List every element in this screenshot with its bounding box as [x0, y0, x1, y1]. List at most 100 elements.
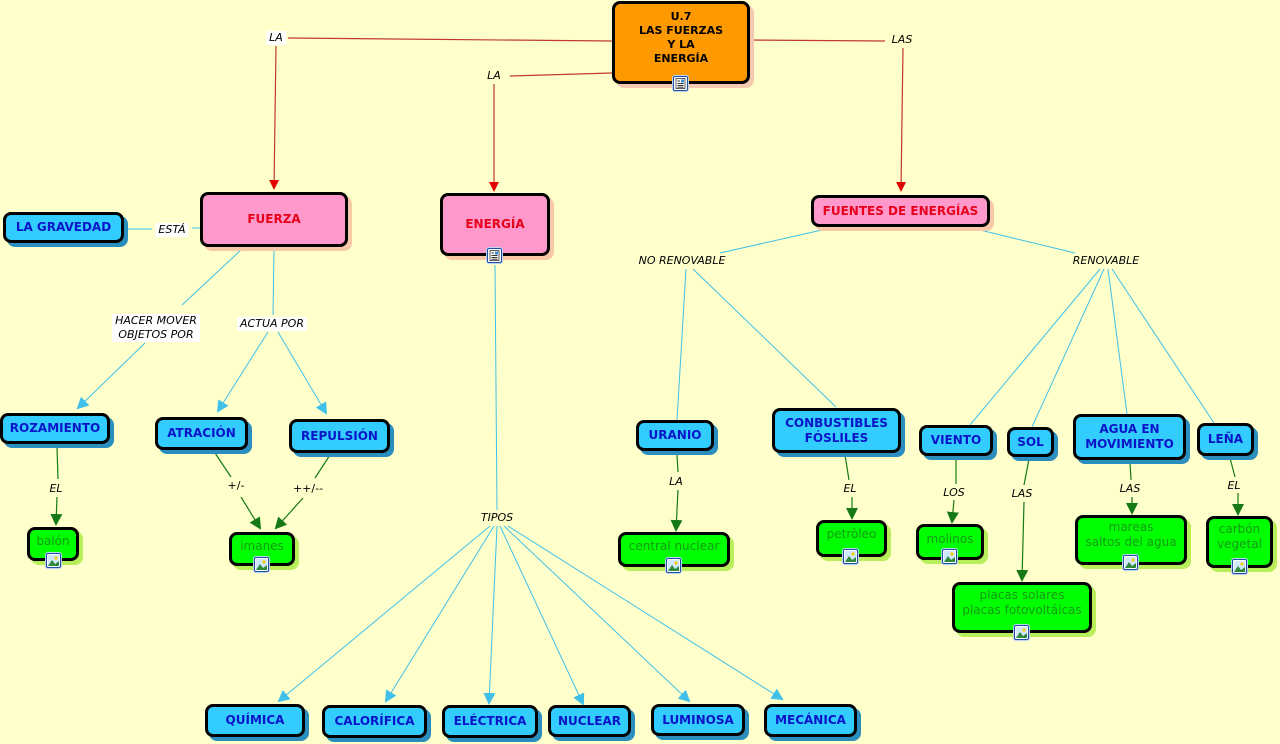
image-resource-icon[interactable]	[1123, 555, 1138, 570]
energia-node[interactable]: ENERGÍA	[440, 193, 550, 256]
link-label-los: LOS	[943, 486, 965, 499]
quimica-node[interactable]: QUÍMICA	[205, 704, 305, 737]
central-nuclear-node[interactable]: central nuclear	[618, 532, 730, 567]
link-label-el: EL	[843, 482, 857, 495]
link-atraccion-pm	[214, 452, 232, 478]
image-resource-icon[interactable]	[1014, 625, 1029, 640]
link-fuerza-actua	[272, 248, 275, 316]
document-resource-icon[interactable]	[487, 248, 502, 263]
link-label-las: LAS	[1119, 482, 1141, 495]
placas-solares-node[interactable]: placas solares placas fotovoltáicas	[952, 582, 1092, 633]
uranio-label: URANIO	[648, 428, 702, 442]
petroleo-node[interactable]: petròleo	[816, 520, 887, 557]
link-label-plus-minus: +/-	[227, 479, 245, 492]
calorifica-label: CALORÍFICA	[334, 714, 415, 728]
link-renovable-viento	[969, 268, 1101, 426]
link-tipos-mecanica	[507, 525, 784, 701]
calorifica-node[interactable]: CALORÍFICA	[322, 705, 427, 738]
fuentes-label: FUENTES DE ENERGÍAS	[822, 203, 979, 218]
link-uranio-la	[676, 454, 679, 473]
rozamiento-label: ROZAMIENTO	[9, 421, 101, 435]
mecanica-node[interactable]: MECÁNICA	[764, 704, 857, 737]
main-concept-label: U.7 LAS FUERZAS Y LA ENERGÍA	[638, 9, 724, 65]
carbon-vegetal-label: carbón vegetal	[1217, 522, 1262, 551]
link-tipos-quimica	[277, 525, 491, 703]
nuclear-node[interactable]: NUCLEAR	[548, 705, 631, 737]
link-actua-repulsion	[277, 331, 328, 415]
image-resource-icon[interactable]	[1232, 559, 1247, 574]
link-sol-las	[1023, 458, 1030, 486]
main-concept-node[interactable]: U.7 LAS FUERZAS Y LA ENERGÍA	[612, 1, 750, 84]
agua-label: AGUA EN MOVIMIENTO	[1085, 422, 1174, 451]
link-tipos-calorifica	[384, 525, 495, 703]
placas-label: placas solares placas fotovoltáicas	[962, 587, 1082, 617]
link-label-las: LAS	[891, 33, 913, 46]
uranio-node[interactable]: URANIO	[636, 420, 714, 451]
link-label-la: LA	[487, 69, 501, 82]
image-resource-icon[interactable]	[254, 557, 269, 572]
atraccion-label: ATRACIÓN	[167, 426, 236, 440]
fuentes-de-energias-node[interactable]: FUENTES DE ENERGÍAS	[811, 195, 990, 227]
agua-en-movimiento-node[interactable]: AGUA EN MOVIMIENTO	[1073, 414, 1186, 460]
link-agua-las	[1129, 461, 1132, 481]
link-renovable-sol	[1031, 268, 1105, 428]
link-label-la: LA	[266, 31, 286, 45]
link-renovable-lena	[1111, 268, 1215, 424]
link-main-to-las	[749, 39, 886, 42]
combustibles-label: CONBUSTIBLES FÓSLILES	[785, 415, 888, 445]
rozamiento-node[interactable]: ROZAMIENTO	[0, 413, 110, 444]
link-tipos-luminosa	[503, 525, 691, 703]
electrica-label: ELÉCTRICA	[453, 714, 527, 728]
mecanica-label: MECÁNICA	[775, 713, 846, 727]
link-la-central	[670, 489, 683, 532]
link-norenovable-combustibles	[692, 268, 837, 408]
link-main-to-la	[287, 37, 613, 42]
link-label-las: LAS	[1011, 487, 1033, 500]
link-label-el: EL	[1227, 479, 1241, 492]
sol-label: SOL	[1017, 434, 1044, 449]
link-label-el: EL	[49, 482, 63, 495]
link-los-molinos	[946, 499, 959, 524]
central-nuclear-label: central nuclear	[628, 539, 720, 553]
link-lena-el	[1229, 457, 1236, 478]
energia-label: ENERGÍA	[465, 217, 525, 231]
image-resource-icon[interactable]	[46, 553, 61, 568]
luminosa-label: LUMINOSA	[662, 712, 734, 727]
link-rozamiento-el	[56, 446, 59, 480]
link-fuentes-norenovable	[719, 229, 823, 254]
electrica-node[interactable]: ELÉCTRICA	[442, 705, 538, 738]
sol-node[interactable]: SOL	[1007, 427, 1054, 457]
balon-label: balón	[36, 533, 70, 548]
la-gravedad-label: LA GRAVEDAD	[15, 220, 112, 234]
atraccion-node[interactable]: ATRACIÓN	[155, 417, 248, 450]
lena-node[interactable]: LEÑA	[1197, 423, 1254, 456]
link-label-tipos: TIPOS	[480, 511, 514, 524]
lena-label: LEÑA	[1207, 432, 1244, 446]
link-las-placas	[1016, 501, 1029, 582]
link-main-to-la2	[509, 72, 613, 77]
link-label-hacer-mover: HACER MOVER OBJETOS POR	[112, 314, 200, 342]
nuclear-label: NUCLEAR	[558, 713, 621, 728]
fuerza-label: FUERZA	[247, 212, 301, 226]
repulsion-label: REPULSIÓN	[301, 428, 378, 443]
viento-node[interactable]: VIENTO	[919, 425, 993, 456]
image-resource-icon[interactable]	[942, 549, 957, 564]
image-resource-icon[interactable]	[666, 558, 681, 573]
document-resource-icon[interactable]	[673, 76, 688, 91]
link-label-esta: ESTÁ	[155, 223, 189, 237]
image-resource-icon[interactable]	[843, 549, 858, 564]
repulsion-node[interactable]: REPULSIÓN	[289, 419, 390, 453]
fuerza-node[interactable]: FUERZA	[200, 192, 348, 247]
petroleo-label: petròleo	[826, 527, 877, 541]
la-gravedad-node[interactable]: LA GRAVEDAD	[3, 212, 124, 243]
molinos-label: molinos	[926, 531, 974, 546]
luminosa-node[interactable]: LUMINOSA	[651, 704, 745, 736]
link-label-plusplus-minusminus: ++/--	[292, 482, 324, 495]
link-label-la: LA	[669, 475, 683, 488]
link-fuentes-renovable	[979, 229, 1076, 254]
link-label-no-renovable: NO RENOVABLE	[638, 254, 726, 267]
link-tipos-electrica	[483, 525, 498, 705]
link-actua-atraccion	[216, 331, 269, 413]
combustibles-fosiles-node[interactable]: CONBUSTIBLES FÓSLILES	[772, 408, 901, 453]
link-repulsion-ppmm	[314, 454, 331, 479]
